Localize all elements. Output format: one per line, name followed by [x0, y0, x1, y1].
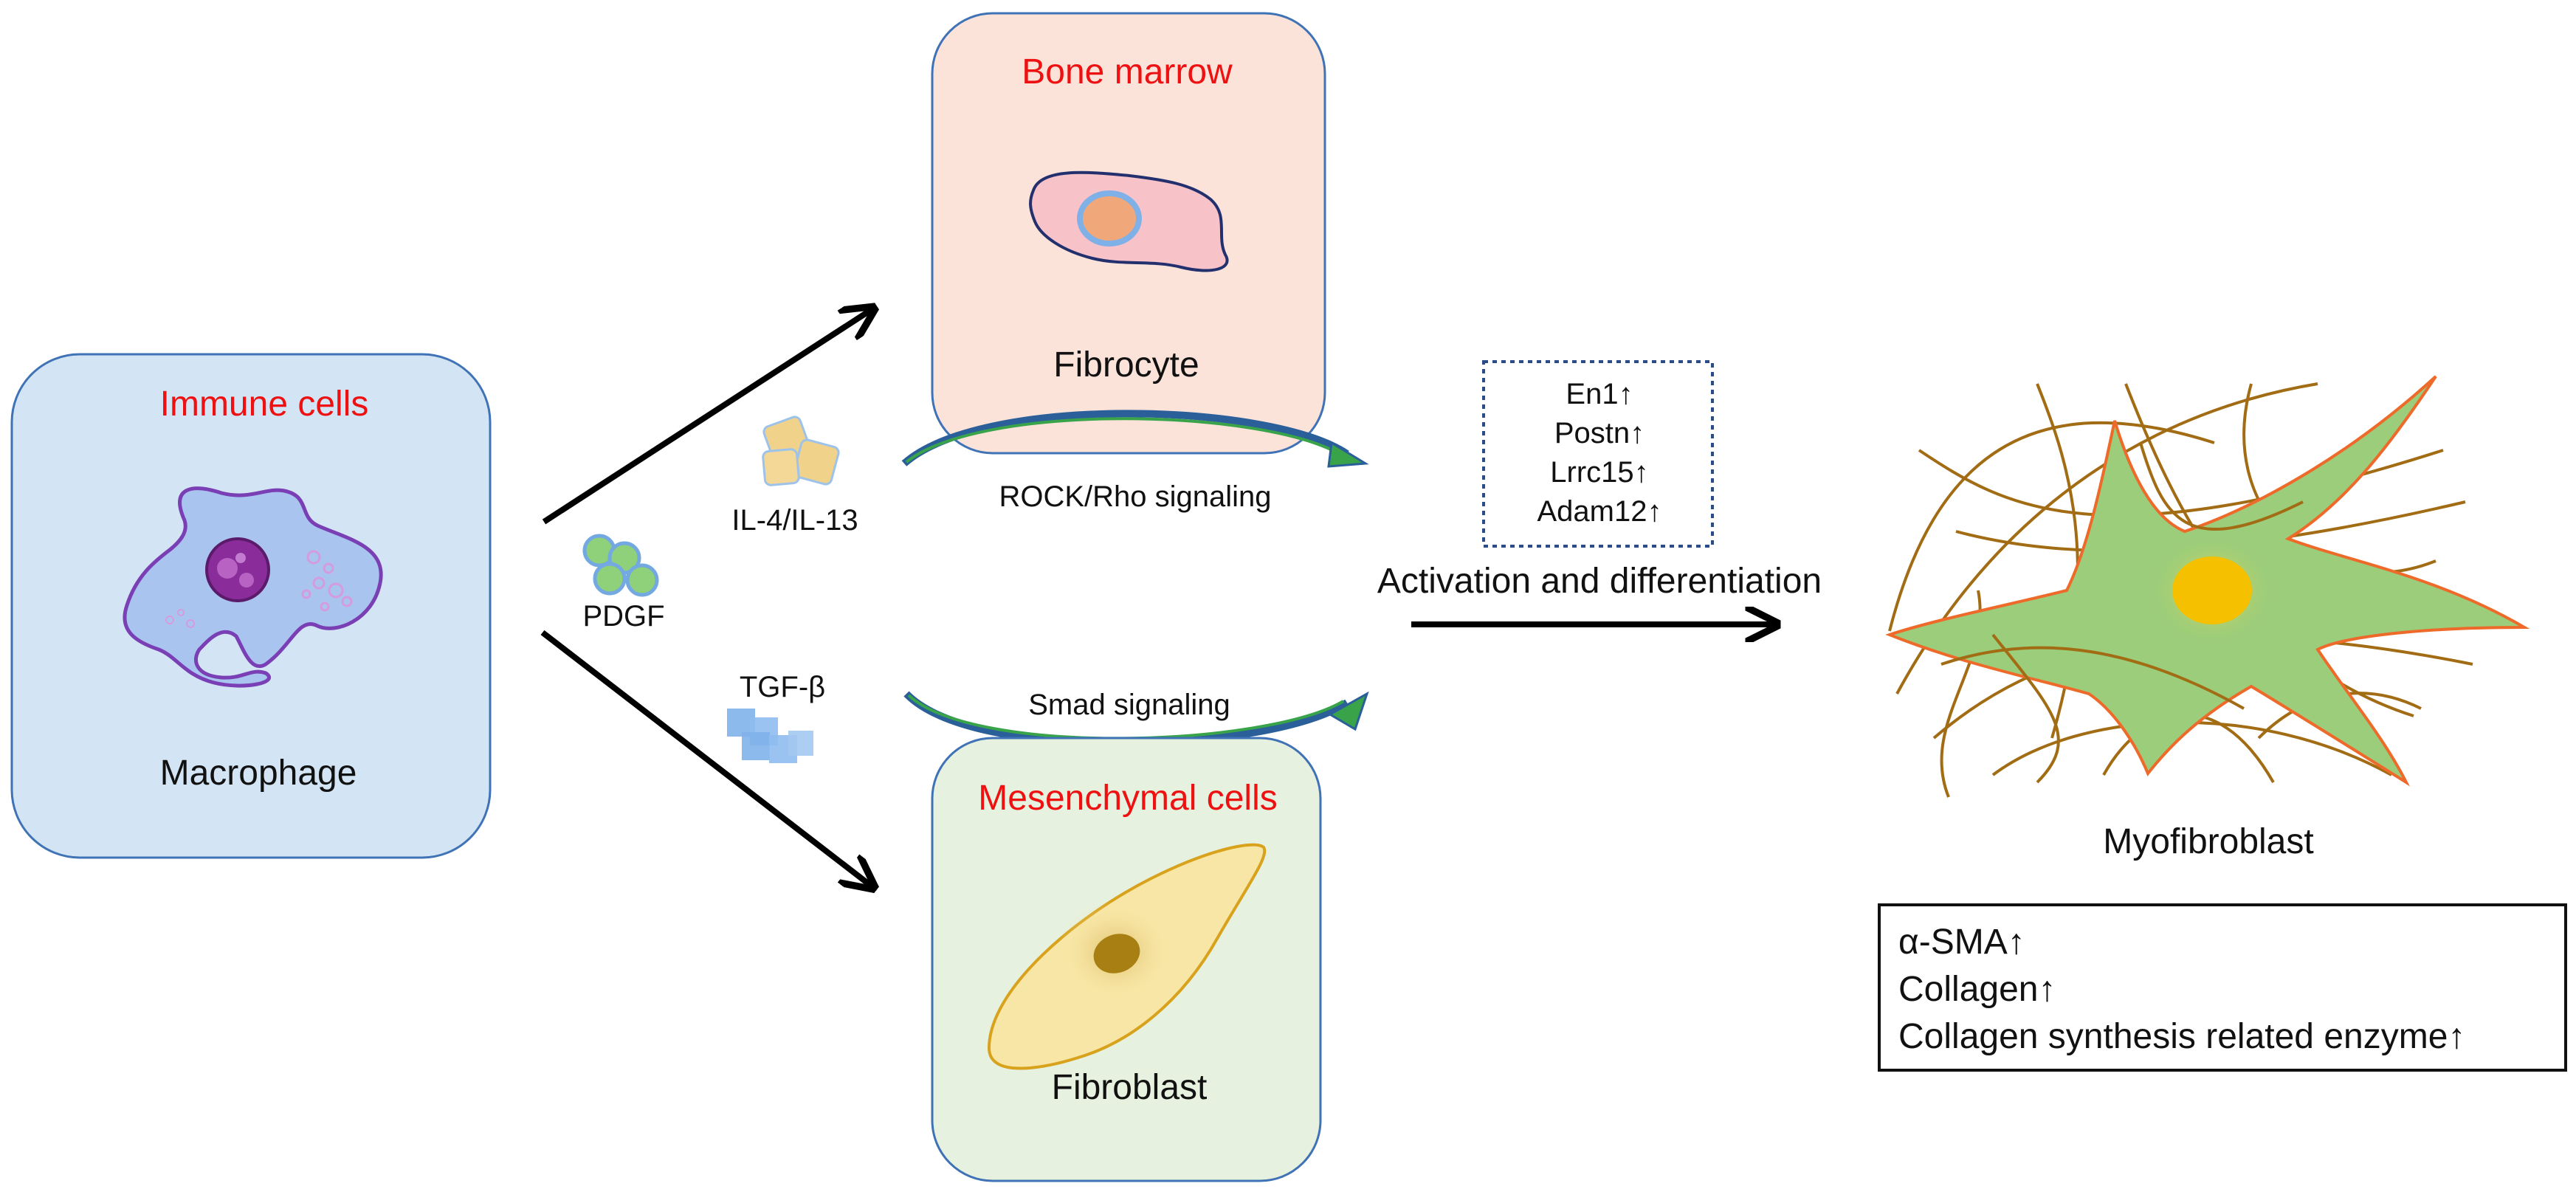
tgf-cytokine-icon — [727, 709, 813, 763]
pdgf-cytokine-icon — [582, 534, 659, 597]
gene-item: En1↑ — [1566, 378, 1633, 410]
tgf-label: TGF-β — [740, 671, 825, 703]
smad-label: Smad signaling — [1028, 689, 1230, 721]
mesenchymal-heading: Mesenchymal cells — [978, 779, 1277, 818]
marker-list-box: α-SMA↑ Collagen↑ Collagen synthesis rela… — [1878, 903, 2567, 1072]
macrophage-label: Macrophage — [160, 754, 357, 793]
immune-cells-heading: Immune cells — [160, 385, 369, 424]
il-label: IL-4/IL-13 — [731, 504, 858, 537]
macrophage-icon — [123, 486, 383, 688]
fibroblast-icon — [987, 843, 1267, 1070]
il-cytokine-icon — [762, 416, 840, 486]
rock-rho-label: ROCK/Rho signaling — [999, 480, 1271, 513]
arrow-to-fibrocyte — [542, 310, 871, 525]
marker-item: α-SMA↑ — [1898, 923, 2025, 962]
fibrocyte-label: Fibrocyte — [1053, 345, 1199, 385]
marker-item: Collagen↑ — [1898, 970, 2056, 1009]
arrow-to-fibroblast — [540, 630, 871, 886]
pdgf-label: PDGF — [582, 600, 664, 633]
fibroblast-label: Fibroblast — [1052, 1068, 1208, 1107]
gene-item: Postn↑ — [1554, 417, 1645, 449]
gene-item: Adam12↑ — [1537, 495, 1662, 528]
rock-rho-swoosh — [901, 410, 1369, 468]
gene-item: Lrrc15↑ — [1550, 456, 1648, 489]
bone-marrow-heading: Bone marrow — [1022, 52, 1233, 92]
myofibroblast-icon — [1885, 375, 2530, 798]
marker-item: Collagen synthesis related enzyme↑ — [1898, 1017, 2465, 1056]
mesenchymal-panel: Mesenchymal cells Fibroblast — [931, 737, 1322, 1182]
gene-list-box: En1↑ Postn↑ Lrrc15↑ Adam12↑ — [1482, 360, 1714, 548]
bone-marrow-panel: Bone marrow Fibrocyte — [931, 12, 1326, 455]
fibrocyte-icon — [1029, 170, 1229, 272]
immune-cells-panel: Immune cells Macrophage — [10, 353, 492, 859]
myofibroblast-label: Myofibroblast — [2103, 822, 2313, 861]
process-label: Activation and differentiation — [1377, 562, 1822, 601]
